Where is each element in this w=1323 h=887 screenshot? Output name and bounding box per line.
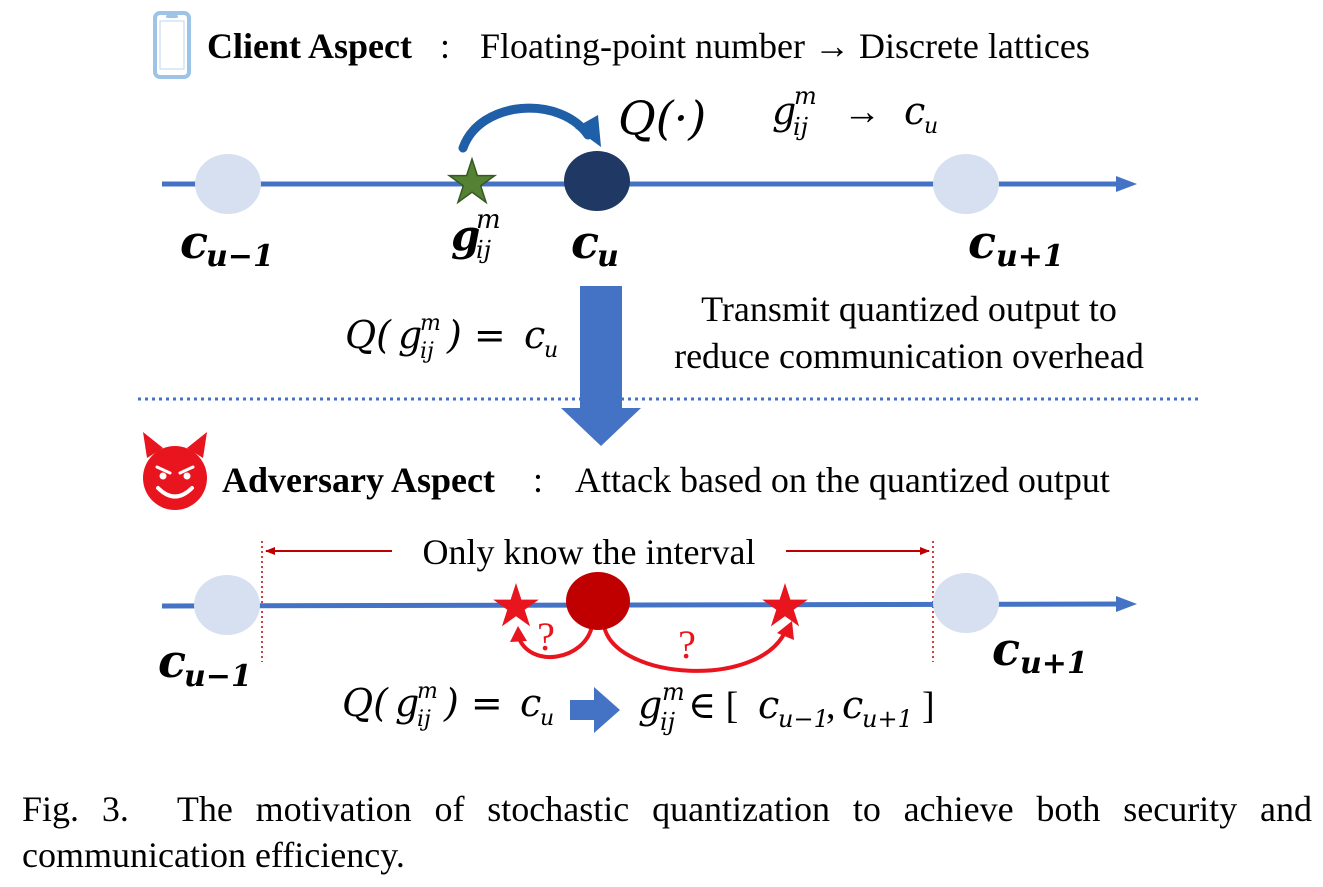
uncertainty-arcs <box>510 621 794 673</box>
svg-text:c: c <box>524 313 545 357</box>
svg-text:g: g <box>638 683 662 727</box>
bottom-axis-arrowhead <box>1116 596 1137 612</box>
svg-text:u+1: u+1 <box>862 705 913 733</box>
client-subtitle: Floating-point number → Discrete lattice… <box>480 26 1090 66</box>
label-c-u-minus-1-top: c u−1 <box>180 215 274 274</box>
svg-text:u: u <box>924 114 938 139</box>
svg-text:m: m <box>420 311 441 336</box>
svg-text:m: m <box>662 678 685 706</box>
implies-arrow <box>570 687 620 733</box>
svg-text:c: c <box>571 215 599 269</box>
svg-text:ij: ij <box>420 339 434 364</box>
top-axis-arrowhead <box>1116 176 1137 192</box>
svg-text:ij: ij <box>660 708 676 736</box>
svg-text:ij: ij <box>476 236 492 264</box>
candidate-right-star-icon <box>762 583 808 627</box>
figure-caption: Fig. 3.The motivation of stochastic quan… <box>22 786 1312 878</box>
lattice-node-right-bottom <box>933 573 999 633</box>
svg-text:→: → <box>843 91 881 133</box>
svg-text:c: c <box>842 683 863 727</box>
client-heading: Client Aspect <box>207 26 412 66</box>
svg-text:u: u <box>544 338 558 363</box>
svg-text:g: g <box>395 681 419 725</box>
transmit-line-1: Transmit quantized output to <box>701 289 1117 329</box>
svg-text:c: c <box>992 622 1020 676</box>
svg-text:u−1: u−1 <box>184 659 252 694</box>
devil-face-icon <box>143 432 207 510</box>
svg-text:m: m <box>794 82 817 110</box>
svg-text:,: , <box>826 685 836 727</box>
svg-text:u−1: u−1 <box>778 705 829 733</box>
svg-text:c: c <box>520 681 541 725</box>
svg-text:u+1: u+1 <box>996 239 1064 274</box>
client-separator: : <box>440 26 450 66</box>
svg-text:g: g <box>451 211 480 260</box>
label-c-u-minus-1-bottom: c u−1 <box>158 634 252 694</box>
label-c-u-plus-1-top: c u+1 <box>968 215 1064 274</box>
svg-text:u: u <box>597 239 619 274</box>
label-c-u-plus-1-bottom: c u+1 <box>992 622 1088 681</box>
svg-text:u−1: u−1 <box>206 239 274 274</box>
adversary-subtitle: Attack based on the quantized output <box>575 460 1110 500</box>
lattice-node-left-bottom <box>194 575 260 635</box>
lattice-node-right <box>933 154 999 214</box>
caption-label: Fig. 3. <box>22 789 129 829</box>
transmit-line-2: reduce communication overhead <box>674 336 1144 376</box>
svg-text:c: c <box>180 215 208 269</box>
svg-text:) =: ) = <box>446 313 506 357</box>
lattice-node-center <box>564 151 630 211</box>
quantized-node-red <box>566 572 630 630</box>
transmit-equation: Q( g m ij ) = c u <box>345 311 558 364</box>
question-mark-right: ? <box>678 622 696 667</box>
svg-text:Q(: Q( <box>342 681 389 725</box>
interval-label: Only know the interval <box>423 532 756 572</box>
svg-text:m: m <box>476 205 501 235</box>
gradient-value-star-icon <box>446 156 498 205</box>
svg-text:u: u <box>540 706 554 731</box>
adversary-separator: : <box>533 460 543 500</box>
phone-icon <box>153 11 191 79</box>
quantizer-label: Q(·) <box>618 91 706 145</box>
svg-text:]: ] <box>922 685 935 727</box>
quantize-arc-arrow <box>458 103 601 153</box>
question-mark-left: ? <box>537 614 555 659</box>
label-g-ij-m-top: g m ij <box>451 205 501 264</box>
svg-text:c: c <box>968 215 996 269</box>
svg-text:ij: ij <box>793 113 809 141</box>
svg-text:ij: ij <box>417 707 431 732</box>
caption-text: The motivation of stochastic quantizatio… <box>22 789 1312 875</box>
inference-result: g m ij ∈ [ c u−1 , c u+1 ] <box>638 678 935 736</box>
svg-text:m: m <box>417 679 438 704</box>
candidate-left-star-icon <box>493 583 539 627</box>
label-c-u-top: c u <box>571 215 619 274</box>
svg-text:Q(: Q( <box>345 313 392 357</box>
inference-equation: Q( g m ij ) = c u <box>342 679 554 732</box>
transmit-down-arrow <box>561 286 641 446</box>
svg-text:c: c <box>758 683 779 727</box>
svg-text:u+1: u+1 <box>1020 646 1088 681</box>
svg-text:g: g <box>398 313 422 357</box>
lattice-node-left <box>195 154 261 214</box>
svg-text:c: c <box>158 634 186 688</box>
svg-text:c: c <box>904 89 925 133</box>
adversary-heading: Adversary Aspect <box>222 460 495 500</box>
svg-text:) =: ) = <box>443 681 503 725</box>
svg-text:g: g <box>772 89 796 133</box>
svg-text:∈ [: ∈ [ <box>688 685 738 727</box>
mapping-expression: g m ij → c u <box>772 82 938 141</box>
